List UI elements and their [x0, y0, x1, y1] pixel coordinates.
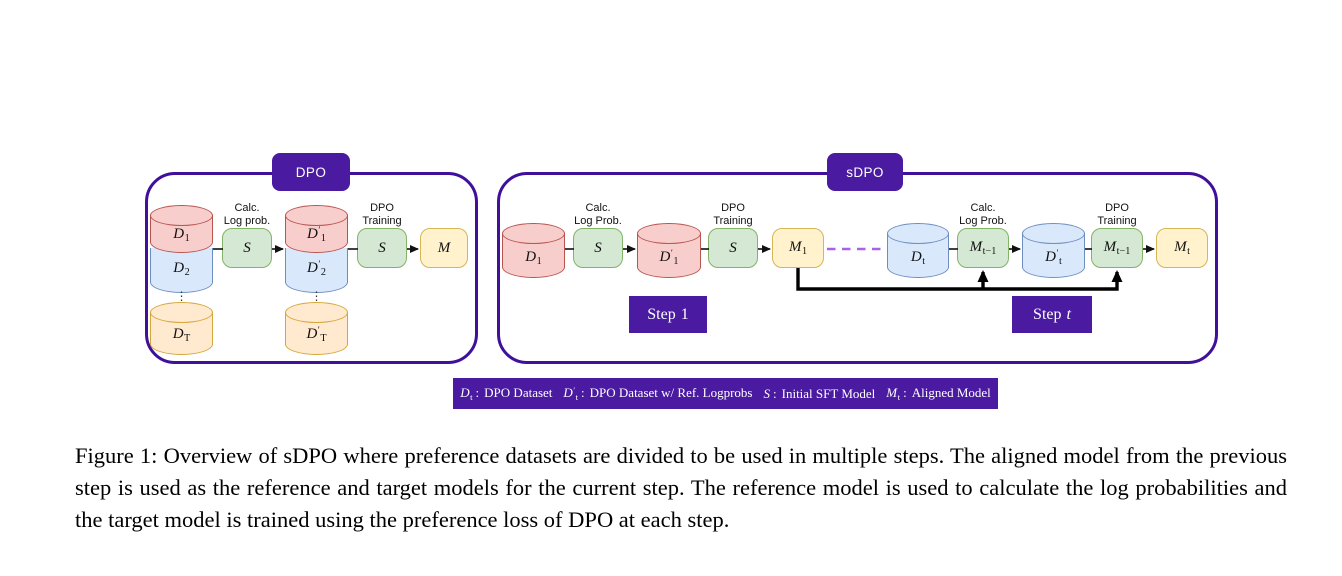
- label-dT: DT: [172, 326, 191, 345]
- calc-logprob-label: Calc. Log prob.: [223, 202, 271, 228]
- label-d1p: D′1: [659, 249, 679, 268]
- dpo-training-label: DPO Training: [713, 202, 753, 228]
- label-mt-1: Mt−1: [1103, 238, 1131, 258]
- dataset-cylinder-dT: DT: [150, 302, 213, 355]
- aligned-model-box-m1: M1: [772, 228, 824, 268]
- label-d2: D2: [173, 260, 190, 279]
- target-model-box-mt1b: Mt−1: [1091, 228, 1143, 268]
- cylinder-top: [887, 223, 949, 244]
- cylinder-segment-d2: [150, 248, 213, 293]
- legend-item-s: S : Initial SFT Model: [764, 386, 876, 402]
- sft-model-box-s1: S: [222, 228, 272, 268]
- cylinder-top: [637, 223, 701, 244]
- sdpo-badge-label: sDPO: [846, 164, 884, 180]
- dataset-cylinder-dTp: D′T: [285, 302, 348, 355]
- dataset-cylinder-d1: D1: [502, 223, 565, 278]
- cylinder-top: [285, 205, 348, 226]
- label-s: S: [378, 239, 386, 256]
- legend-symbol: Mt: [886, 385, 901, 402]
- sdpo-badge: sDPO: [827, 153, 903, 191]
- legend-colon: :: [581, 385, 585, 401]
- legend-item-mt: Mt : Aligned Model: [886, 385, 991, 402]
- legend-symbol: D′t: [563, 385, 579, 402]
- dpo-badge: DPO: [272, 153, 350, 191]
- ref-model-box-mt1a: Mt−1: [957, 228, 1009, 268]
- label-dTp: D′T: [306, 326, 327, 345]
- dpo-training-label: DPO Training: [362, 202, 402, 228]
- label-dt: Dt: [910, 249, 926, 268]
- label-dtp: D′t: [1045, 249, 1062, 268]
- dataset-cylinder-dt: Dt: [887, 223, 949, 278]
- legend-colon: :: [903, 385, 907, 401]
- label-mt-1: Mt−1: [969, 238, 997, 258]
- legend-desc: DPO Dataset w/ Ref. Logprobs: [589, 385, 753, 401]
- legend-desc: DPO Dataset: [484, 385, 553, 401]
- legend-desc: Initial SFT Model: [781, 385, 876, 401]
- aligned-model-box-m: M: [420, 228, 468, 268]
- figure-legend-bar: Dt : DPO Dataset D′t : DPO Dataset w/ Re…: [453, 378, 998, 409]
- cylinder-top: [502, 223, 565, 244]
- cylinder-top: [150, 302, 213, 323]
- dpo-training-label: DPO Training: [1097, 202, 1137, 228]
- label-s: S: [594, 239, 602, 256]
- legend-desc: Aligned Model: [911, 385, 991, 401]
- dpo-badge-label: DPO: [295, 164, 327, 180]
- cylinder-top: [150, 205, 213, 226]
- label-s: S: [243, 239, 251, 256]
- legend-item-dt: Dt : DPO Dataset: [460, 385, 552, 402]
- sdpo-panel: [497, 172, 1218, 364]
- legend-item-dtp: D′t : DPO Dataset w/ Ref. Logprobs: [563, 385, 752, 402]
- aligned-model-box-mt: Mt: [1156, 228, 1208, 268]
- label-d1p: D′1: [307, 226, 326, 245]
- cylinder-top: [285, 302, 348, 323]
- label-s: S: [729, 239, 737, 256]
- label-m1: M1: [788, 238, 808, 258]
- calc-logprob-label: Calc. Log Prob.: [574, 202, 622, 228]
- sft-model-box-s2: S: [708, 228, 758, 268]
- legend-symbol: S: [763, 385, 771, 401]
- label-d1: D1: [525, 249, 542, 268]
- figure-caption: Figure 1: Overview of sDPO where prefere…: [75, 443, 1287, 532]
- legend-colon: :: [475, 385, 480, 401]
- legend-colon: :: [773, 385, 777, 401]
- vertical-ellipsis: ⋮: [310, 289, 323, 303]
- label-d1: D1: [173, 226, 190, 245]
- calc-logprob-label: Calc. Log Prob.: [959, 202, 1007, 228]
- cylinder-segment-d2p: [285, 248, 348, 293]
- dataset-stack-d1p-d2p: D′1 D′2: [285, 205, 348, 293]
- dataset-cylinder-dtp: D′t: [1022, 223, 1085, 278]
- sft-model-box-s2: S: [357, 228, 407, 268]
- dataset-cylinder-d1p: D′1: [637, 223, 701, 278]
- cylinder-top: [1022, 223, 1085, 244]
- legend-symbol: Dt: [460, 385, 473, 402]
- label-d2p: D′2: [307, 260, 326, 279]
- vertical-ellipsis: ⋮: [175, 289, 188, 303]
- label-m: M: [437, 239, 451, 256]
- dataset-stack-d1-d2: D1 D2: [150, 205, 213, 293]
- sft-model-box-s1: S: [573, 228, 623, 268]
- label-mt: Mt: [1174, 238, 1190, 258]
